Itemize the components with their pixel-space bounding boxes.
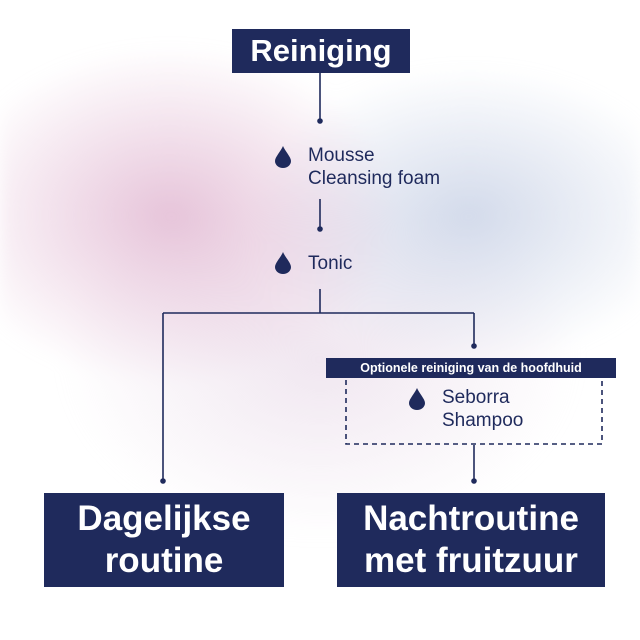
step-line: Shampoo [442,410,524,431]
step-line: Tonic [308,253,353,274]
night-routine-box: Nachtroutine met fruitzuur [337,493,605,587]
outcome-line: Nachtroutine [363,499,579,538]
drop-icon [409,388,425,410]
outcome-line: routine [104,541,224,580]
step-mousse: Mousse Cleansing foam [308,144,440,190]
outcome-line: Dagelijkse [77,499,251,538]
step-line: Seborra [442,387,510,408]
drop-icon [275,146,291,168]
title-label: Reiniging [250,33,392,68]
daily-routine-box: Dagelijkse routine [44,493,284,587]
optional-label-text: Optionele reiniging van de hoofdhuid [360,361,582,375]
optional-label: Optionele reiniging van de hoofdhuid [326,358,616,378]
step-tonic: Tonic [308,252,352,275]
title-box: Reiniging [232,29,410,73]
step-seborra-shampoo: Seborra Shampoo [442,386,523,432]
step-line: Mousse [308,145,375,166]
step-line: Cleansing foam [308,168,441,189]
drop-icon [275,252,291,274]
outcome-line: met fruitzuur [364,541,578,580]
